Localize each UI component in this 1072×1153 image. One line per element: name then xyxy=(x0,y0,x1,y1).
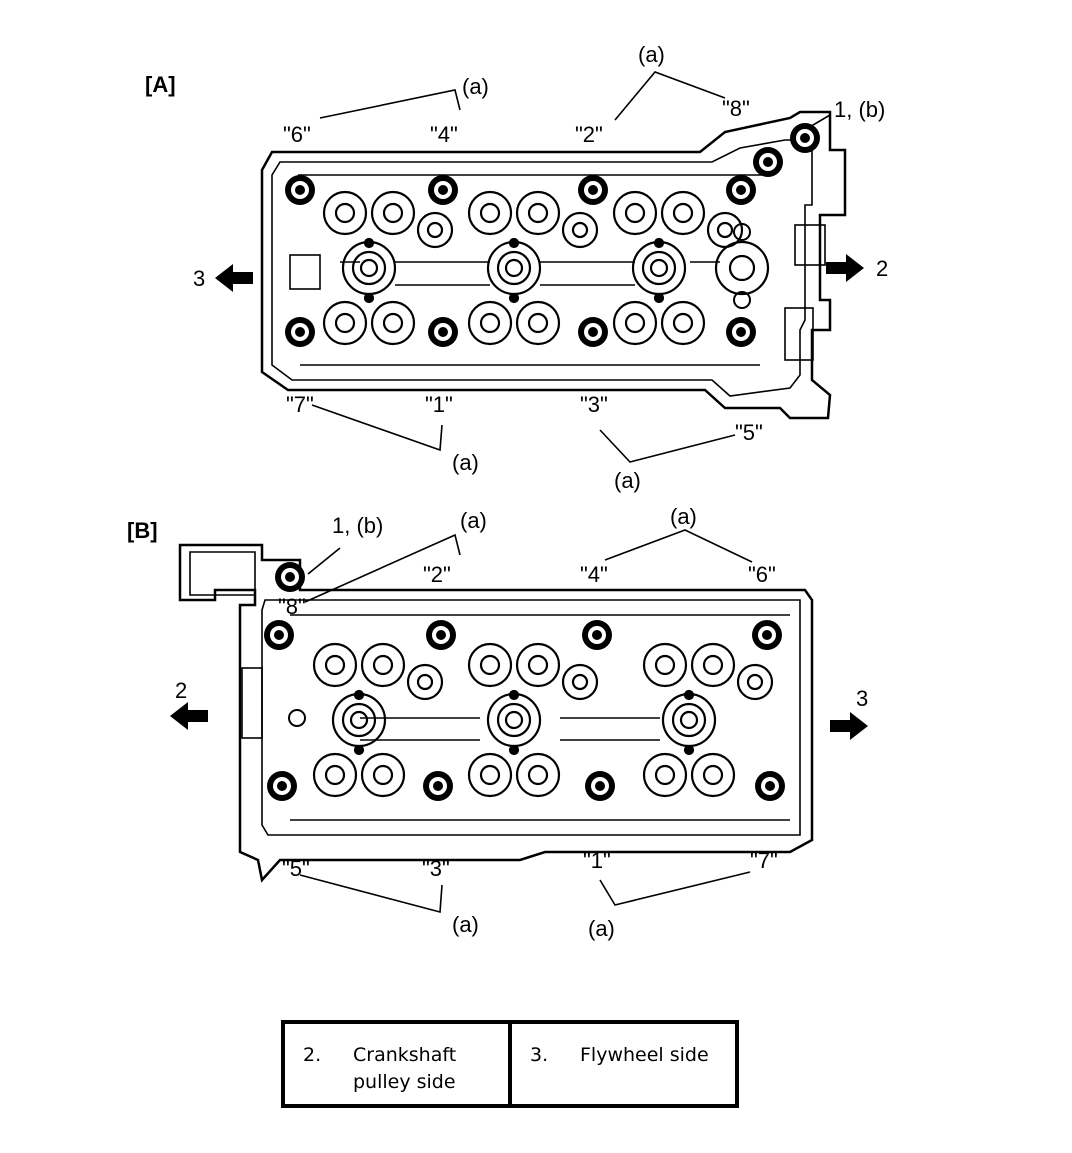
view-b-arrow-left: 2 xyxy=(170,678,208,730)
view-a-seq-7: "7" xyxy=(286,392,314,417)
view-b-seq-2: "2" xyxy=(423,562,451,587)
view-a-callout-a-bottom-left: (a) xyxy=(452,450,479,475)
view-a-head-outline xyxy=(260,110,847,420)
view-b-callout-a-bottom-right: (a) xyxy=(588,916,615,941)
view-b-head-outline xyxy=(178,543,814,883)
view-b-seq-8: "8" xyxy=(278,594,306,619)
view-a: [A] xyxy=(145,42,888,493)
legend-table: 2. Crankshaft pulley side 3. Flywheel si… xyxy=(281,1020,739,1108)
view-a-seq-4: "4" xyxy=(430,122,458,147)
legend-item-number: 3. xyxy=(530,1044,549,1066)
view-b-seq-7: "7" xyxy=(750,848,778,873)
view-a-callout-a-top-left: (a) xyxy=(462,74,489,99)
legend-item-text: Flywheel side xyxy=(580,1044,709,1066)
view-b-callout-a-top-left: (a) xyxy=(460,508,487,533)
view-a-label: [A] xyxy=(145,72,176,97)
view-a-seq-5: "5" xyxy=(735,420,763,445)
view-a-callout-a-bottom-right: (a) xyxy=(614,468,641,493)
view-b-arrow-left-label: 2 xyxy=(175,678,187,703)
view-b-seq-3: "3" xyxy=(422,856,450,881)
view-b-cam-journals xyxy=(288,642,774,798)
view-a-arrow-right-label: 2 xyxy=(876,256,888,281)
view-b-arrow-right-label: 3 xyxy=(856,686,868,711)
view-b-seq-1: "1" xyxy=(583,848,611,873)
view-a-bolt-callout: 1, (b) xyxy=(834,97,885,122)
view-a-seq-1: "1" xyxy=(425,392,453,417)
view-a-cam-journals xyxy=(322,190,770,346)
view-b-seq-5: "5" xyxy=(282,856,310,881)
legend-item-number: 2. xyxy=(303,1044,322,1066)
view-a-seq-2: "2" xyxy=(575,122,603,147)
view-a-seq-3: "3" xyxy=(580,392,608,417)
view-b-seq-6: "6" xyxy=(748,562,776,587)
view-b-label: [B] xyxy=(127,518,158,543)
view-a-seq-6: "6" xyxy=(283,122,311,147)
view-b-leaders xyxy=(299,529,753,914)
view-a-arrow-right: 2 xyxy=(826,254,888,282)
view-a-callout-a-top-right: (a) xyxy=(638,42,665,67)
view-a-head-bolts xyxy=(285,123,820,347)
view-b-bolt-callout: 1, (b) xyxy=(332,513,383,538)
view-b-seq-4: "4" xyxy=(580,562,608,587)
view-a-leaders xyxy=(311,71,831,463)
view-b-callout-a-top-right: (a) xyxy=(670,504,697,529)
view-b: [B] xyxy=(127,504,868,941)
legend-item-text: Crankshaft pulley side xyxy=(353,1044,457,1093)
legend-item-flywheel: 3. Flywheel side xyxy=(508,1024,735,1104)
view-a-arrow-left-label: 3 xyxy=(193,266,205,291)
view-a-seq-8: "8" xyxy=(722,96,750,121)
view-a-arrow-left: 3 xyxy=(193,264,253,292)
view-b-callout-a-bottom-left: (a) xyxy=(452,912,479,937)
view-b-arrow-right: 3 xyxy=(830,686,868,740)
legend-item-crankshaft: 2. Crankshaft pulley side xyxy=(285,1024,508,1104)
